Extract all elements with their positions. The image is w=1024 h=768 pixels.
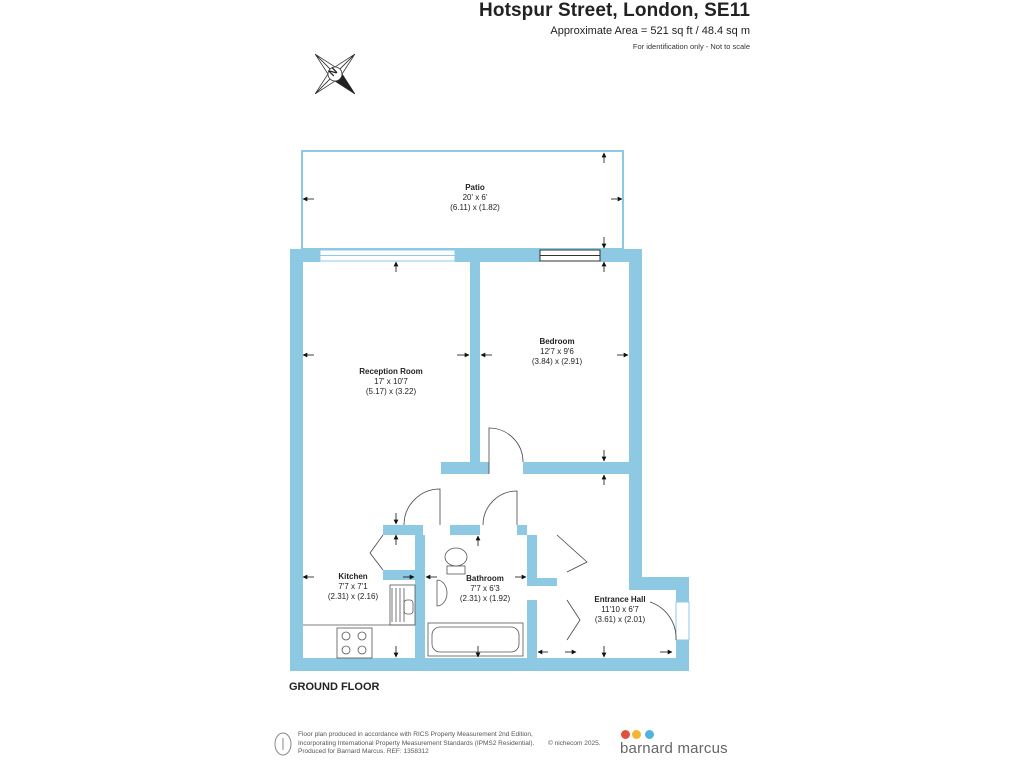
- footer-copyright: © nichecom 2025.: [548, 740, 601, 747]
- brand-dot-red: [621, 730, 630, 739]
- windows: [319, 249, 690, 641]
- fixtures: [303, 547, 524, 659]
- dimension-arrows: [302, 152, 673, 658]
- approximate-area: Approximate Area = 521 sq ft / 48.4 sq m: [550, 25, 750, 37]
- footer-legal-text: Floor plan produced in accordance with R…: [298, 731, 535, 755]
- brand-logo-text: barnard marcus: [620, 740, 728, 757]
- brand-dot-blue: [645, 730, 654, 739]
- property-address-title: Hotspur Street, London, SE11: [479, 0, 750, 21]
- floor-label: GROUND FLOOR: [289, 681, 380, 693]
- door-swings: [369, 427, 677, 641]
- scale-disclaimer: For identification only - Not to scale: [632, 42, 750, 51]
- brand-dot-yellow: [632, 730, 641, 739]
- walls: [290, 249, 689, 671]
